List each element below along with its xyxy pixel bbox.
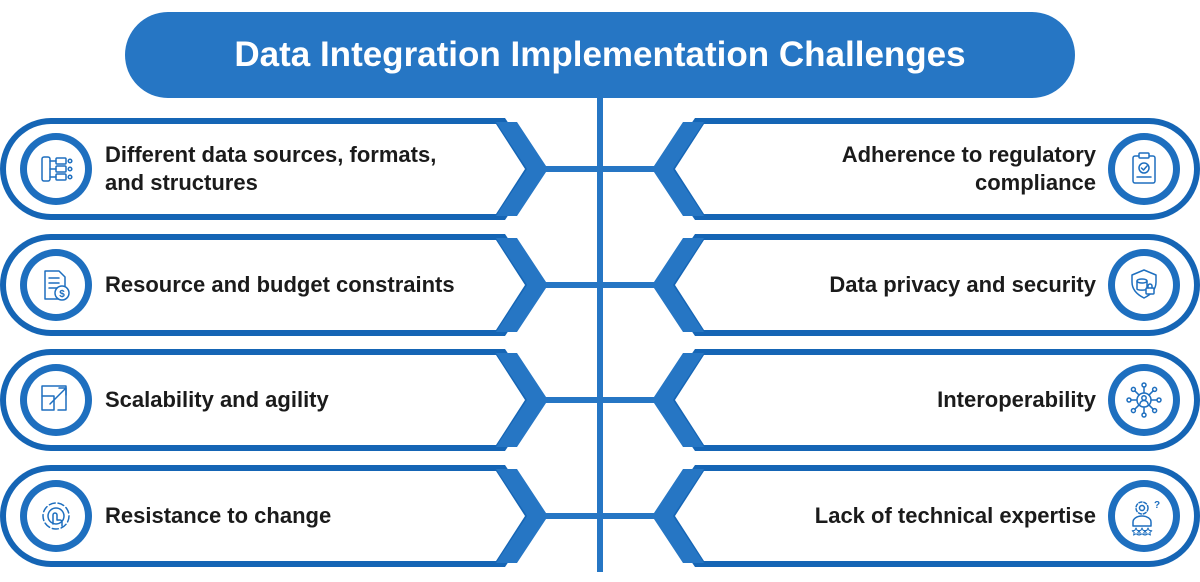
card-body: [675, 355, 1194, 445]
right-challenge-card-4: ?: [600, 465, 1200, 567]
card-body: [675, 471, 1194, 561]
card-body: [6, 240, 525, 330]
card-chevron: [652, 122, 704, 216]
right-challenge-card-2: [600, 234, 1200, 336]
label-line: Adherence to regulatory: [841, 142, 1096, 167]
label-line: and structures: [105, 170, 258, 195]
card-chevron: [496, 353, 548, 447]
right-challenge-label-4: Lack of technical expertise: [700, 465, 1096, 567]
label-line: Different data sources, formats,: [105, 142, 437, 167]
connector-line: [538, 513, 600, 519]
data-sources-icon: [41, 156, 73, 182]
label-line: Data privacy and security: [829, 272, 1096, 297]
left-challenge-label-3: Scalability and agility: [105, 349, 495, 451]
icon-inner: [27, 371, 85, 429]
expertise-person-icon: ?: [1131, 500, 1160, 536]
icon-inner: [27, 487, 85, 545]
card-body: [6, 471, 525, 561]
left-challenge-label-2: Resource and budget constraints: [105, 234, 495, 336]
svg-text:?: ?: [1154, 500, 1160, 511]
card-body: [6, 355, 525, 445]
card-chevron: [652, 353, 704, 447]
card-chevron: [496, 122, 548, 216]
card-chevron: [652, 469, 704, 563]
budget-document-icon: $: [44, 270, 70, 301]
right-challenge-label-3: Interoperability: [700, 349, 1096, 451]
connector-line: [600, 166, 662, 172]
card-chevron: [652, 238, 704, 332]
connector-line: [538, 397, 600, 403]
card-chevron: [496, 469, 548, 563]
card-chevron: [496, 238, 548, 332]
connector-line: [600, 282, 662, 288]
right-challenge-card-1: [600, 118, 1200, 220]
left-challenge-label-1: Different data sources, formats, and stru…: [105, 118, 495, 220]
card-body: [675, 240, 1194, 330]
left-challenge-card-4: [0, 465, 600, 567]
card-body: [6, 124, 525, 214]
security-shield-icon: [1131, 269, 1157, 299]
page-title: Data Integration Implementation Challeng…: [234, 35, 966, 74]
network-person-icon: [1126, 382, 1162, 418]
connector-line: [600, 513, 662, 519]
right-challenge-card-3: [600, 349, 1200, 451]
connector-line: [600, 397, 662, 403]
connector-line: [538, 282, 600, 288]
label-line: compliance: [974, 170, 1096, 195]
left-challenge-card-3: [0, 349, 600, 451]
central-spine: [597, 98, 603, 572]
left-challenge-card-1: [0, 118, 600, 220]
label-line: Resource and budget constraints: [105, 272, 455, 297]
left-challenge-card-2: $: [0, 234, 600, 336]
label-line: Resistance to change: [105, 503, 332, 528]
label-line: Lack of technical expertise: [814, 503, 1096, 528]
left-challenge-label-4: Resistance to change: [105, 465, 495, 567]
scale-arrow-icon: [41, 385, 67, 411]
label-line: Interoperability: [937, 387, 1096, 412]
svg-text:$: $: [59, 289, 65, 300]
connector-line: [538, 166, 600, 172]
label-line: Scalability and agility: [105, 387, 329, 412]
icon-inner: [1115, 256, 1173, 314]
compliance-clipboard-icon: [1132, 152, 1156, 184]
card-body: [675, 124, 1194, 214]
icon-inner: [27, 256, 85, 314]
change-resistance-icon: [42, 502, 70, 530]
right-challenge-label-2: Data privacy and security: [700, 234, 1096, 336]
right-challenge-label-1: Adherence to regulatory compliance: [700, 118, 1096, 220]
title-banner: [125, 12, 1075, 98]
